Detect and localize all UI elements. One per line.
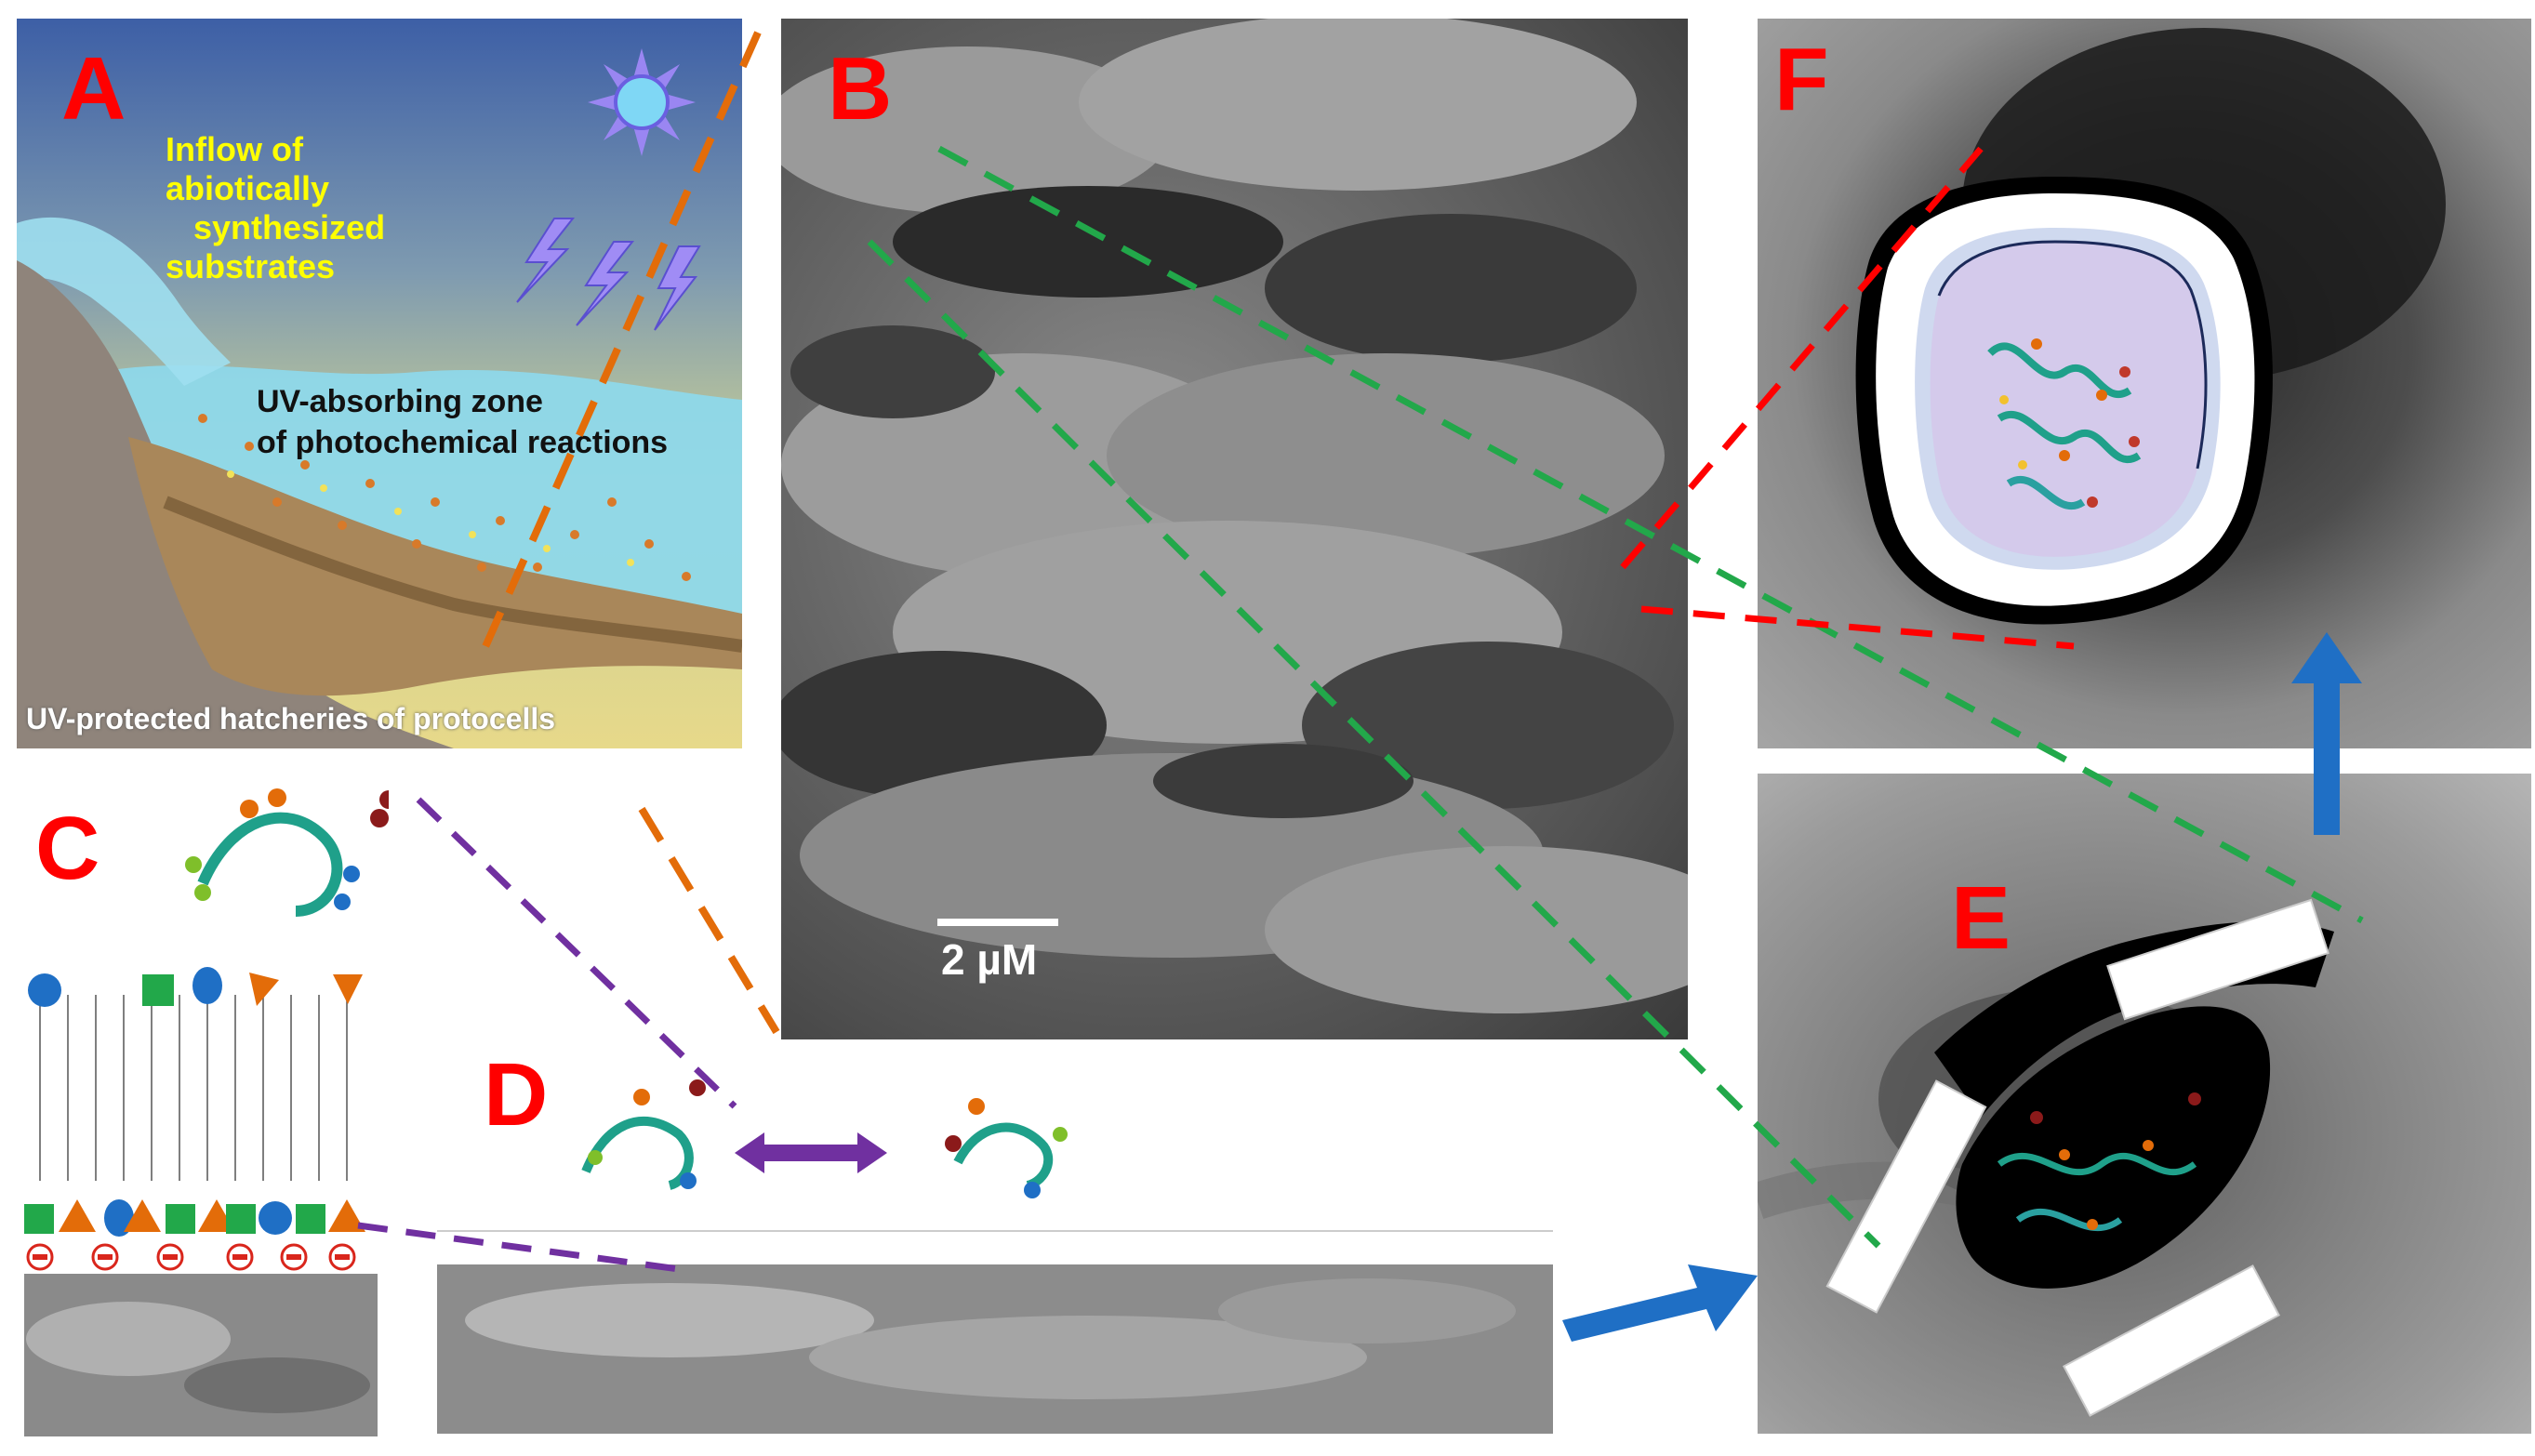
headgroup-top <box>28 967 363 1007</box>
hatcheries-caption: UV-protected hatcheries of protocells <box>26 702 556 735</box>
uv-zone-line-2: of photochemical reactions <box>257 425 669 460</box>
ribozyme-left <box>581 1079 706 1190</box>
panel-label-c: C <box>35 799 100 898</box>
panel-label-b: B <box>828 39 893 139</box>
panel-label-a: A <box>61 39 126 139</box>
protocell-vesicle <box>1855 177 2273 625</box>
inflow-line-3: synthesized <box>193 208 386 246</box>
scale-bar-label: 2 µM <box>941 935 1038 984</box>
inflow-line-1: Inflow of <box>166 130 303 168</box>
panel-e: E <box>1758 774 2531 1434</box>
lightning-icon <box>516 218 701 331</box>
headgroup-bottom <box>24 1199 365 1237</box>
lipid-chains <box>39 995 348 1181</box>
scale-bar-line <box>937 919 1058 926</box>
panel-f: F <box>1758 19 2531 748</box>
inflow-label: Inflow of abiotically synthesized substr… <box>166 130 385 286</box>
panel-a: A Inflow of abiotically synthesized subs… <box>17 19 742 748</box>
panel-label-f: F <box>1774 30 1829 129</box>
soil-slope <box>17 260 454 748</box>
ribozyme-right <box>945 1098 1068 1198</box>
sem-texture <box>781 19 1688 1013</box>
panel-b-sem-image: B 2 µM <box>781 19 1688 1039</box>
panel-label-d: D <box>484 1051 549 1145</box>
membrane-fragments <box>1825 898 2334 1417</box>
inflow-line-2: abiotically <box>166 169 330 207</box>
membrane-bilayer-d <box>437 1198 1553 1264</box>
orange-connector <box>638 806 780 1035</box>
uv-zone-label: UV-absorbing zone of photochemical react… <box>257 381 668 463</box>
double-headed-arrow-icon <box>735 1132 887 1173</box>
inflow-line-4: substrates <box>166 247 336 285</box>
panel-label-e: E <box>1951 868 2011 968</box>
negative-charge-icon <box>26 1243 356 1271</box>
panel-c: C <box>17 762 389 1441</box>
inflow-stream <box>17 217 231 386</box>
panel-d: D <box>437 1051 1553 1434</box>
sun-icon <box>588 48 696 156</box>
flow-arrow-icon <box>1562 1264 1758 1342</box>
rna-ribozyme-structure <box>185 788 389 917</box>
uv-zone-line-1: UV-absorbing zone <box>257 384 543 419</box>
